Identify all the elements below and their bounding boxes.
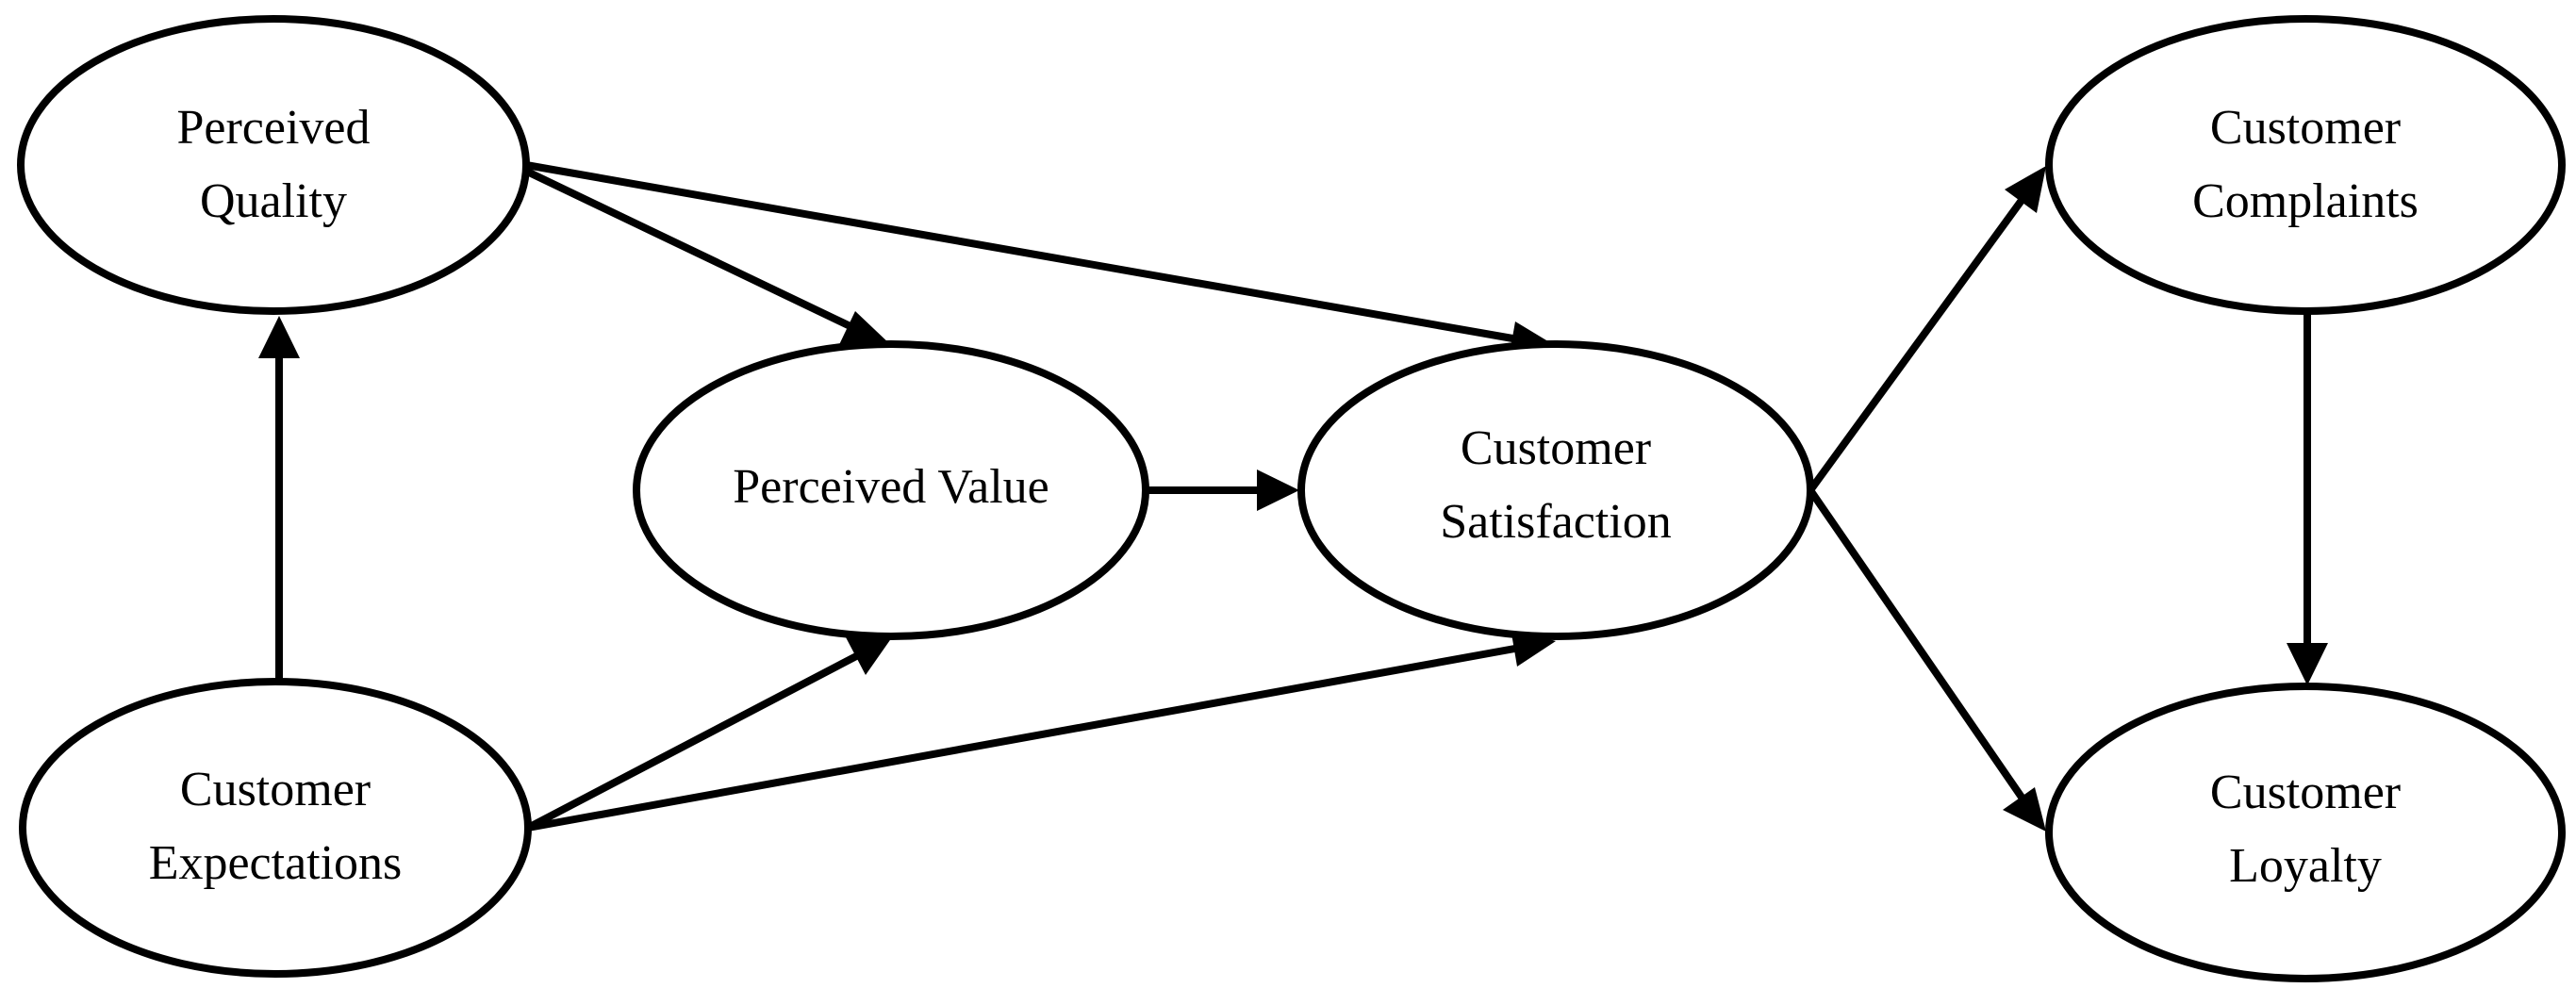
node-label-line2: Satisfaction (1440, 495, 1672, 549)
arrowhead (846, 637, 892, 675)
arrowhead (2003, 787, 2046, 832)
edge-complaints-to-loyalty (2287, 313, 2328, 685)
node-label-line1: Customer (2210, 766, 2401, 819)
edge-quality-to-satisfaction (525, 161, 1556, 359)
arrowhead (258, 316, 300, 358)
edge-satisfaction-to-complaints (1807, 166, 2046, 493)
node-ellipse (2045, 15, 2566, 315)
arrowhead (2005, 166, 2046, 213)
node-ellipse (633, 340, 1149, 640)
node-customer-complaints: Customer Complaints (2045, 15, 2566, 315)
node-customer-expectations: Customer Expectations (19, 678, 532, 978)
node-label-line1: Customer (180, 763, 371, 816)
node-label-line1: Customer (2210, 101, 2401, 155)
node-label-line2: Complaints (2192, 174, 2419, 228)
node-perceived-quality: Perceived Quality (17, 15, 530, 315)
edge-expectations-to-value (526, 637, 892, 832)
edge-expectations-to-satisfaction (527, 628, 1556, 832)
edge-expectations-to-quality (258, 316, 300, 684)
edges (258, 161, 2328, 832)
edge-satisfaction-to-loyalty (1807, 487, 2046, 832)
node-perceived-value: Perceived Value (633, 340, 1149, 640)
node-label-line2: Loyalty (2229, 839, 2382, 893)
node-customer-satisfaction: Customer Satisfaction (1297, 340, 1814, 640)
edge-value-to-satisfaction (1146, 470, 1299, 511)
node-ellipse (2045, 683, 2566, 982)
node-label-line1: Perceived (176, 101, 370, 155)
arrowhead (2287, 643, 2328, 685)
node-label-line1: Customer (1461, 421, 1651, 475)
node-ellipse (1297, 340, 1814, 640)
node-label-line2: Quality (200, 174, 347, 228)
node-ellipse (19, 678, 532, 978)
arrowhead (1257, 470, 1299, 511)
node-label-line1: Perceived Value (733, 460, 1049, 514)
node-customer-loyalty: Customer Loyalty (2045, 683, 2566, 982)
node-label-line2: Expectations (149, 836, 403, 890)
node-ellipse (17, 15, 530, 315)
